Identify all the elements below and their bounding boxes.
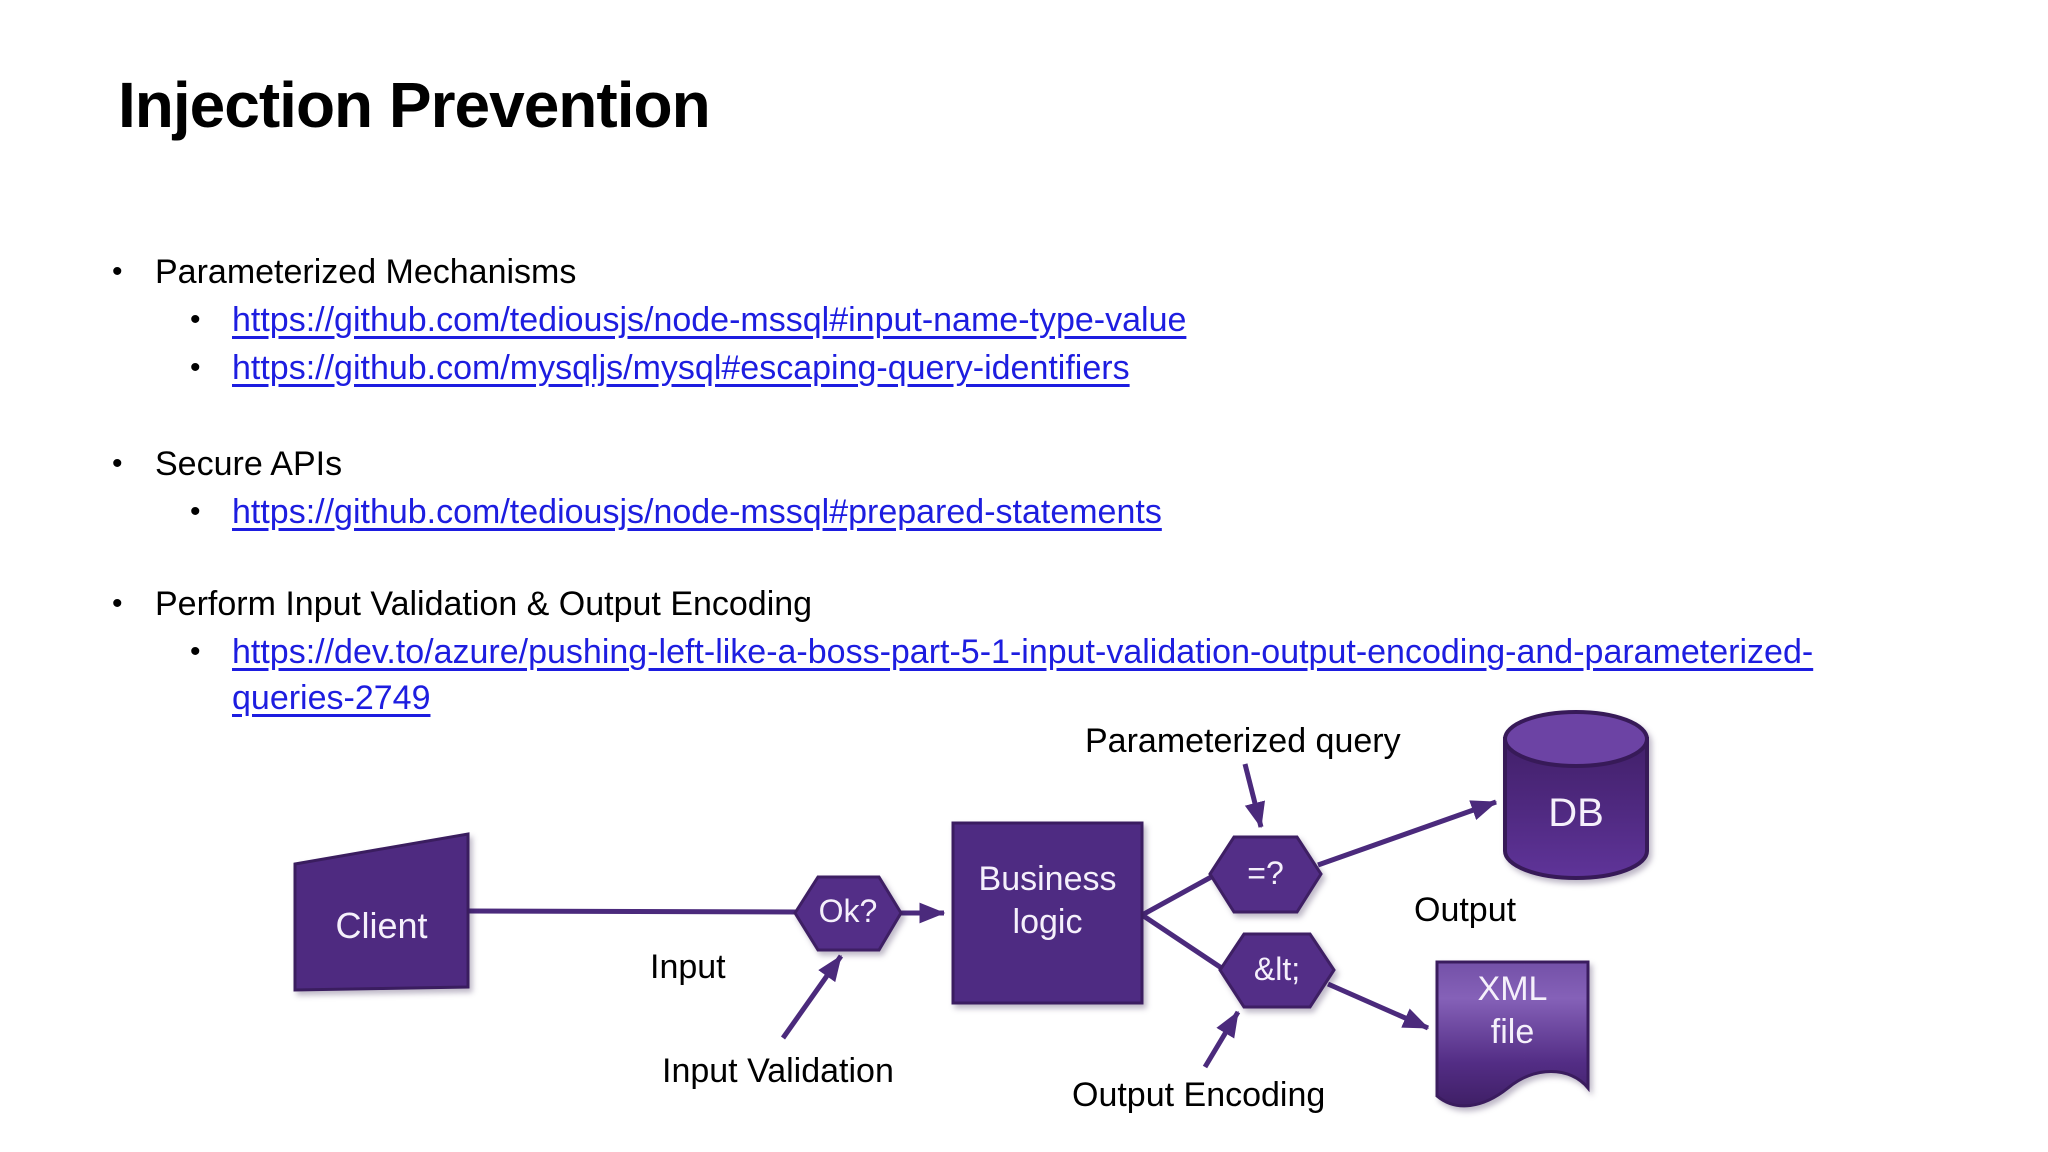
xml-file-line2: file	[1490, 1013, 1535, 1051]
paramquery-to-equalscheck-arrow	[1242, 763, 1265, 829]
xml-file-shape	[1435, 960, 1590, 1108]
bullet-secure-apis: Secure APIs	[155, 445, 343, 483]
bullet-dot: •	[112, 255, 123, 288]
bullet-dot: •	[112, 587, 123, 620]
encode-check-label: &lt;	[1253, 951, 1301, 987]
bullet-dot: •	[190, 495, 201, 528]
equalscheck-to-db-arrow	[1317, 799, 1498, 868]
outputencoding-to-encodecheck-arrow	[1202, 1010, 1241, 1069]
business-logic-line1: Business	[978, 860, 1117, 898]
parameterized-query-label: Parameterized query	[1085, 722, 1401, 760]
business-logic-line2: logic	[1012, 903, 1083, 941]
link-devto-pushing-left-line1[interactable]: https://dev.to/azure/pushing-left-like-a…	[232, 633, 1814, 671]
output-encoding-label: Output Encoding	[1072, 1076, 1326, 1114]
business-to-equalscheck-line	[1140, 873, 1215, 918]
business-to-encodecheck-line	[1140, 912, 1225, 972]
business-logic-box	[951, 821, 1144, 1005]
bullet-dot: •	[190, 351, 201, 384]
bullet-dot: •	[190, 303, 201, 336]
client-to-okcheck-line	[465, 908, 798, 915]
flow-diagram	[293, 710, 1649, 1108]
db-label: DB	[1548, 791, 1604, 835]
bullet-input-validation-output-encoding: Perform Input Validation & Output Encodi…	[155, 585, 813, 623]
encodecheck-to-xml-arrow	[1326, 981, 1430, 1031]
equals-check-label: =?	[1247, 855, 1284, 891]
page-title: Injection Prevention	[118, 69, 711, 141]
link-devto-pushing-left-line2[interactable]: queries-2749	[232, 679, 431, 717]
input-check-hexagon	[793, 875, 903, 952]
input-validation-label: Input Validation	[662, 1052, 894, 1090]
bullet-parameterized-mechanisms: Parameterized Mechanisms	[155, 253, 577, 291]
output-label: Output	[1414, 891, 1517, 929]
encode-check-hexagon	[1218, 932, 1336, 1009]
input-label: Input	[650, 948, 726, 986]
xml-file-label: XML file	[1437, 968, 1588, 1054]
link-mysql-escaping-query-identifiers[interactable]: https://github.com/mysqljs/mysql#escapin…	[232, 349, 1130, 387]
client-shape	[293, 832, 470, 992]
equals-check-hexagon	[1208, 835, 1323, 914]
xml-file-line1: XML	[1477, 970, 1548, 1008]
bullet-dot: •	[112, 447, 123, 480]
link-node-mssql-prepared-statements[interactable]: https://github.com/tediousjs/node-mssql#…	[232, 493, 1162, 531]
business-logic-label: Business logic	[953, 858, 1142, 944]
db-cylinder	[1503, 710, 1649, 880]
inputvalidation-to-okcheck-arrow	[780, 954, 844, 1040]
client-node-label: Client	[335, 905, 428, 946]
input-check-label: Ok?	[818, 893, 878, 929]
link-node-mssql-input-name-type-value[interactable]: https://github.com/tediousjs/node-mssql#…	[232, 301, 1187, 339]
bullet-dot: •	[190, 635, 201, 668]
